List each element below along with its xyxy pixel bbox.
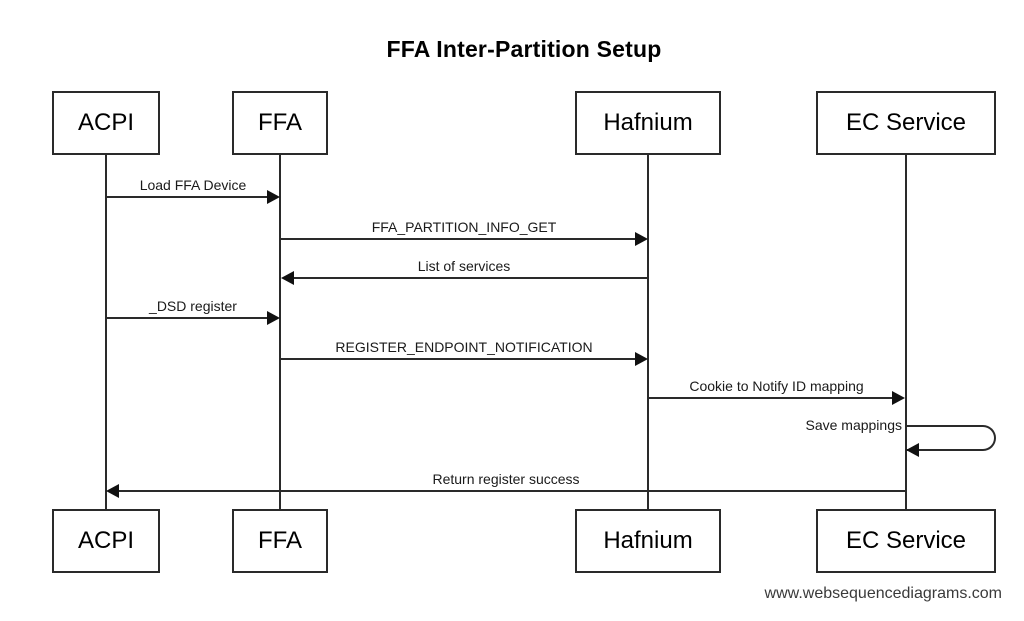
actor-box-hafnium-top: Hafnium	[575, 91, 721, 155]
arrowhead-right-icon	[892, 391, 905, 405]
message-label: Cookie to Notify ID mapping	[689, 378, 864, 394]
arrowhead-right-icon	[267, 190, 280, 204]
message-line	[281, 358, 635, 360]
actor-box-ffa-bottom: FFA	[232, 509, 328, 573]
message-line	[106, 317, 267, 319]
self-loop	[906, 425, 996, 451]
arrowhead-left-icon	[281, 271, 294, 285]
message-line	[294, 277, 647, 279]
message-label: _DSD register	[149, 298, 237, 314]
message-line	[119, 490, 905, 492]
arrowhead-right-icon	[267, 311, 280, 325]
actor-label-acpi: ACPI	[77, 527, 134, 554]
message-label: REGISTER_ENDPOINT_NOTIFICATION	[335, 339, 593, 355]
actor-label-ec-service: EC Service	[845, 527, 967, 554]
actor-box-ec-service-bottom: EC Service	[816, 509, 996, 573]
arrowhead-left-icon	[106, 484, 119, 498]
actor-box-acpi-bottom: ACPI	[52, 509, 160, 573]
actor-label-ffa: FFA	[257, 109, 302, 136]
message-label: Return register success	[432, 471, 580, 487]
lifeline-ffa	[279, 155, 281, 509]
message-label: FFA_PARTITION_INFO_GET	[371, 219, 557, 235]
message-label: List of services	[417, 258, 511, 274]
arrowhead-right-icon	[635, 232, 648, 246]
message-label: Save mappings	[805, 417, 902, 433]
message-line	[648, 397, 892, 399]
actor-box-acpi-top: ACPI	[52, 91, 160, 155]
actor-box-ffa-top: FFA	[232, 91, 328, 155]
actor-label-acpi: ACPI	[77, 109, 134, 136]
lifeline-acpi	[105, 155, 107, 509]
actor-label-hafnium: Hafnium	[603, 527, 693, 554]
actor-label-hafnium: Hafnium	[603, 109, 693, 136]
actor-label-ec-service: EC Service	[845, 109, 967, 136]
message-line	[281, 238, 635, 240]
actor-label-ffa: FFA	[257, 527, 302, 554]
websequencediagrams-watermark: www.websequencediagrams.com	[764, 585, 1002, 602]
arrowhead-right-icon	[635, 352, 648, 366]
diagram-title: FFA Inter-Partition Setup	[386, 36, 662, 62]
actor-box-hafnium-bottom: Hafnium	[575, 509, 721, 573]
lifeline-ec-service	[905, 155, 907, 509]
message-label: Load FFA Device	[139, 177, 247, 193]
lifeline-hafnium	[647, 155, 649, 509]
actor-box-ec-service-top: EC Service	[816, 91, 996, 155]
arrowhead-left-icon	[906, 443, 919, 457]
message-line	[106, 196, 267, 198]
